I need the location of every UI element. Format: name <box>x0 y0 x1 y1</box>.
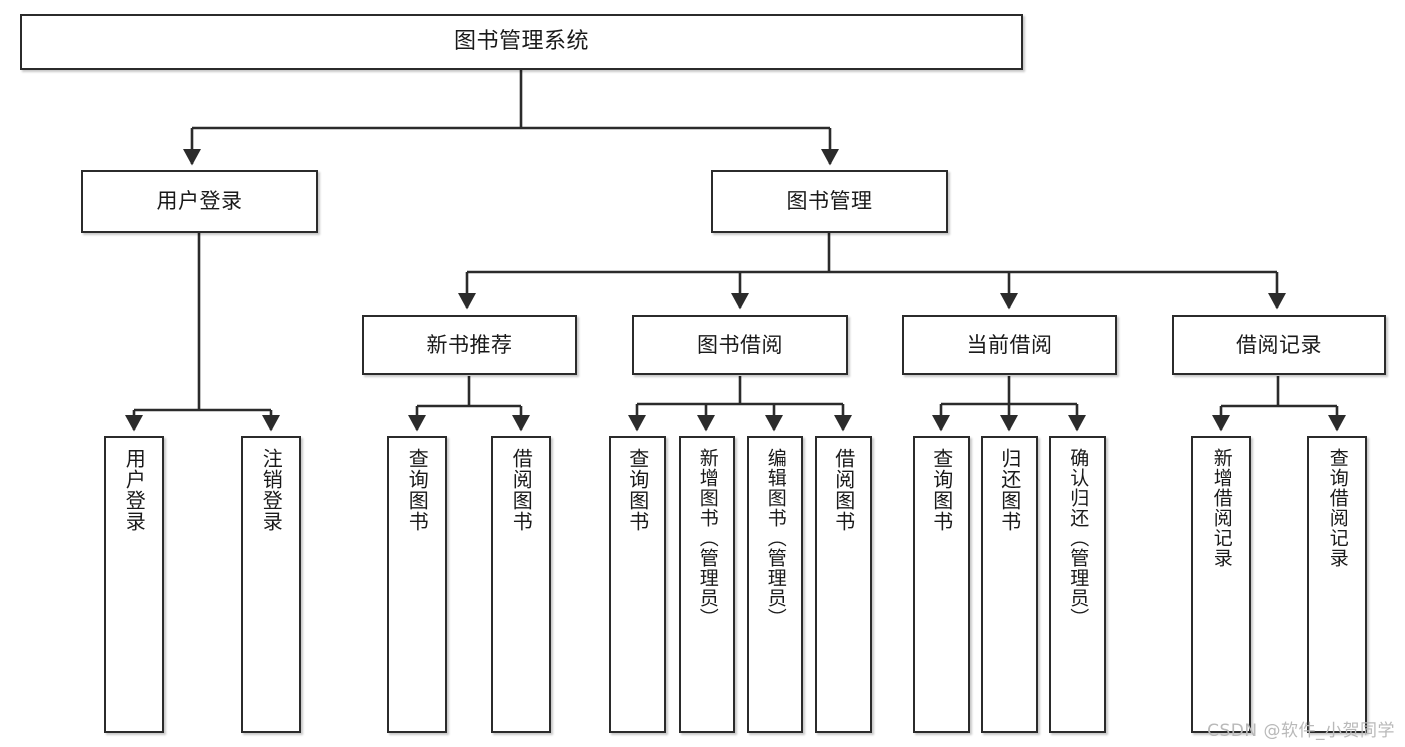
leaf-return-book-label: 归还图书 <box>997 448 1022 532</box>
leaf-query-book-2[interactable]: 查询图书 <box>609 436 666 733</box>
leaf-confirm-return-label: 确认归还（管理员） <box>1067 448 1090 628</box>
leaf-user-login-label: 用户登录 <box>122 448 147 532</box>
leaf-query-book-3[interactable]: 查询图书 <box>913 436 970 733</box>
leaf-user-logout[interactable]: 注销登录 <box>241 436 301 733</box>
leaf-borrow-book-2-label: 借阅图书 <box>831 448 856 532</box>
leaf-query-book-1[interactable]: 查询图书 <box>387 436 447 733</box>
csdn-watermark: CSDN @软件_小贺同学 <box>1207 721 1395 741</box>
node-book-borrow[interactable]: 图书借阅 <box>632 315 848 375</box>
node-user-login[interactable]: 用户登录 <box>81 170 318 233</box>
leaf-add-record-label: 新增借阅记录 <box>1210 448 1233 568</box>
node-book-borrow-label: 图书借阅 <box>697 332 783 357</box>
leaf-query-record[interactable]: 查询借阅记录 <box>1307 436 1367 733</box>
node-current-borrow[interactable]: 当前借阅 <box>902 315 1117 375</box>
leaf-borrow-book-2[interactable]: 借阅图书 <box>815 436 872 733</box>
node-root-label: 图书管理系统 <box>453 29 589 55</box>
leaf-return-book[interactable]: 归还图书 <box>981 436 1038 733</box>
node-book-mgmt-label: 图书管理 <box>786 189 873 214</box>
node-user-login-label: 用户登录 <box>156 189 243 214</box>
leaf-edit-book[interactable]: 编辑图书（管理员） <box>747 436 803 733</box>
node-new-book-rec-label: 新书推荐 <box>426 332 513 357</box>
leaf-user-login[interactable]: 用户登录 <box>104 436 164 733</box>
leaf-query-book-2-label: 查询图书 <box>625 448 650 532</box>
node-borrow-record[interactable]: 借阅记录 <box>1172 315 1386 375</box>
leaf-user-logout-label: 注销登录 <box>259 448 284 532</box>
leaf-add-book-label: 新增图书（管理员） <box>696 448 719 628</box>
leaf-add-book[interactable]: 新增图书（管理员） <box>679 436 735 733</box>
node-root[interactable]: 图书管理系统 <box>20 14 1023 70</box>
node-new-book-rec[interactable]: 新书推荐 <box>362 315 577 375</box>
leaf-edit-book-label: 编辑图书（管理员） <box>764 448 787 628</box>
node-book-mgmt[interactable]: 图书管理 <box>711 170 948 233</box>
leaf-borrow-book-1[interactable]: 借阅图书 <box>491 436 551 733</box>
leaf-confirm-return[interactable]: 确认归还（管理员） <box>1049 436 1106 733</box>
leaf-query-book-1-label: 查询图书 <box>405 448 430 532</box>
node-current-borrow-label: 当前借阅 <box>966 332 1053 357</box>
leaf-query-record-label: 查询借阅记录 <box>1326 448 1349 568</box>
leaf-borrow-book-1-label: 借阅图书 <box>509 448 534 532</box>
leaf-add-record[interactable]: 新增借阅记录 <box>1191 436 1251 733</box>
node-borrow-record-label: 借阅记录 <box>1236 332 1322 357</box>
leaf-query-book-3-label: 查询图书 <box>929 448 954 532</box>
